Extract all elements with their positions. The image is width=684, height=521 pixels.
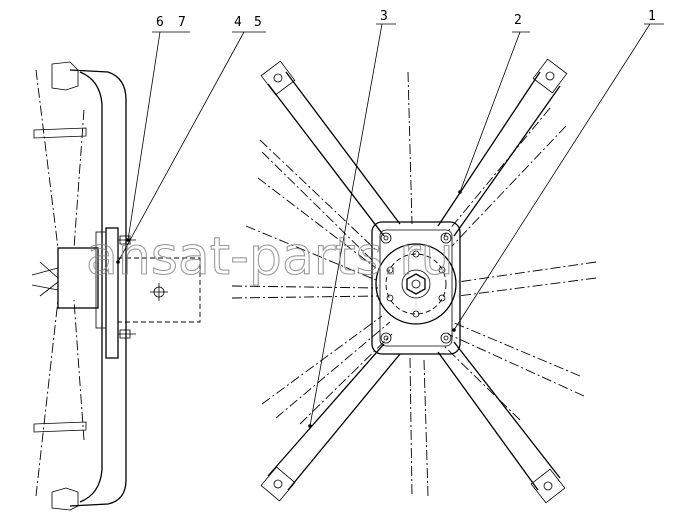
callout-4: 4 <box>234 15 242 30</box>
hub-plate-inner <box>379 229 453 347</box>
callout-2: 2 <box>514 13 522 28</box>
hub-spokes <box>31 261 59 297</box>
shroud-flange-bottom <box>51 487 79 511</box>
bracket-hole <box>153 286 165 298</box>
blade-upper-right <box>437 58 568 237</box>
plate-corner-bolts <box>380 232 452 344</box>
callout-6: 6 <box>156 15 164 30</box>
bracket-axis <box>150 283 168 301</box>
leader-2 <box>459 31 530 193</box>
leader-dot-1 <box>452 328 456 332</box>
callout-5: 5 <box>254 15 262 30</box>
mount-plate <box>105 227 119 359</box>
leader-3 <box>309 23 396 427</box>
leader-45 <box>117 31 266 263</box>
hub-bolts <box>386 250 446 318</box>
watermark-text: ansat-parts.ru <box>86 227 454 287</box>
leader-1 <box>453 23 664 331</box>
leader-dot-45 <box>116 260 120 264</box>
side-view <box>31 61 201 511</box>
callout-1: 1 <box>648 9 656 24</box>
hub-center-ring <box>401 269 431 299</box>
blade-lower-right <box>437 341 566 504</box>
hub-plate <box>371 221 461 355</box>
blade-lower-left <box>260 343 401 502</box>
leader-dot-3 <box>308 424 312 428</box>
shroud-flange <box>51 61 79 91</box>
shroud-outline <box>69 69 127 507</box>
leader-67 <box>127 31 190 241</box>
blade-bottom-profile <box>35 299 85 497</box>
hub-shaft <box>411 279 421 289</box>
blade-top-section <box>33 127 87 139</box>
leader-dot-67 <box>126 238 130 242</box>
leader-lines <box>116 23 664 428</box>
bracket-hidden <box>118 257 201 323</box>
hub-disc <box>375 243 457 325</box>
callout-7: 7 <box>178 15 186 30</box>
blade-upper-left <box>260 60 401 237</box>
leader-dot-2 <box>458 190 462 194</box>
shroud-inner <box>79 71 103 503</box>
hub-hex-nut <box>406 273 426 295</box>
hub-bolt-circle <box>385 253 447 315</box>
front-view <box>231 58 597 504</box>
blade-bottom-section <box>33 421 87 433</box>
blade-top-profile <box>35 69 85 249</box>
callout-3: 3 <box>380 9 388 24</box>
